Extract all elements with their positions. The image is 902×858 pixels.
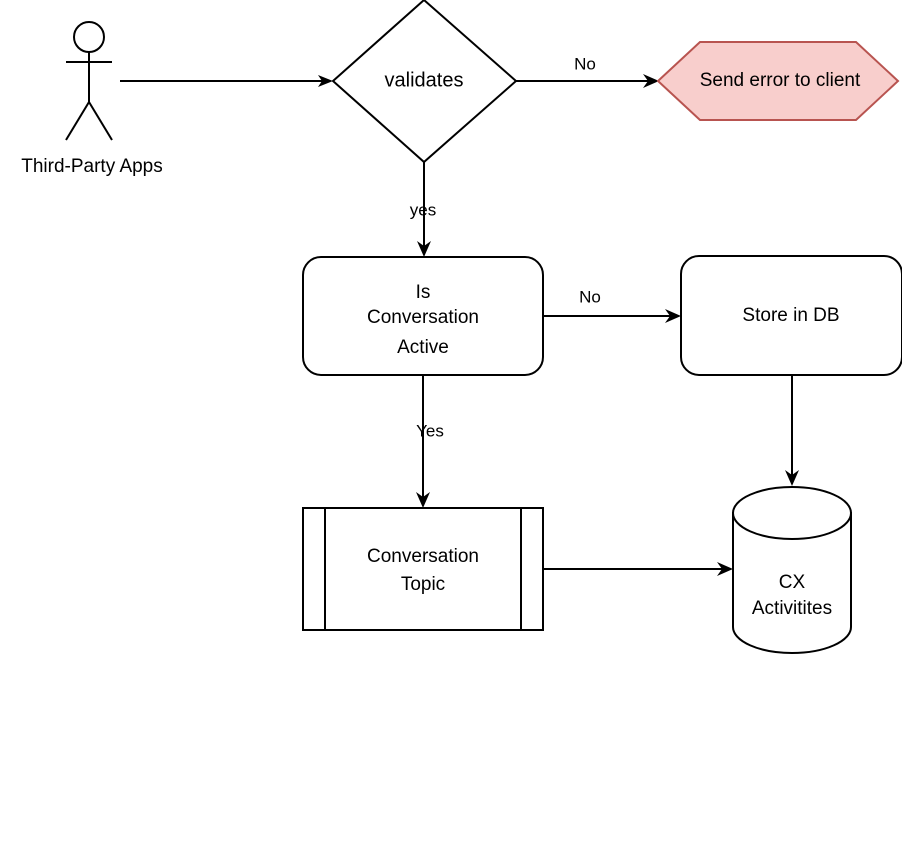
node-actor-third-party-apps[interactable]: Third-Party Apps [21, 21, 163, 177]
stick-figure-actor-icon [65, 21, 113, 141]
edge-actor-to-validates [120, 75, 333, 87]
cx-activities-label-line2: Activitites [752, 598, 832, 619]
node-send-error-to-client[interactable]: Send error to client [656, 41, 900, 121]
arrow-head-icon [416, 492, 430, 508]
arrow-head-icon [417, 241, 431, 257]
node-conversation-topic[interactable]: Conversation Topic [302, 507, 544, 631]
node-validates-decision[interactable]: validates [331, 0, 518, 164]
edge-label-no-store: No [579, 287, 601, 306]
edge-validates-to-is-conversation-active: yes [410, 162, 436, 257]
node-store-in-db[interactable]: Store in DB [680, 255, 902, 376]
is-conversation-active-label-line2: Conversation [367, 307, 479, 328]
arrow-head-icon [665, 309, 681, 323]
arrow-head-icon [643, 74, 659, 88]
cx-activities-label-line1: CX [779, 572, 806, 593]
node-cx-activities-database[interactable]: CX Activitites [732, 486, 852, 654]
is-conversation-active-label-line3: Active [397, 337, 449, 358]
validates-label: validates [385, 69, 464, 91]
send-error-label: Send error to client [700, 70, 861, 91]
store-in-db-label: Store in DB [742, 305, 839, 326]
actor-label: Third-Party Apps [21, 156, 163, 177]
cylinder-top-ellipse [732, 486, 852, 540]
hexagon-shape [656, 41, 900, 121]
conversation-topic-label-line1: Conversation [367, 546, 479, 567]
edge-conversation-topic-to-cx-activities [543, 562, 733, 576]
edge-validates-to-send-error: No [516, 54, 659, 88]
cylinder-body-shape [732, 512, 852, 654]
edge-is-conversation-active-to-store-in-db: No [543, 287, 681, 323]
arrow-head-icon [717, 562, 733, 576]
conversation-topic-label-line2: Topic [401, 574, 445, 595]
edge-label-no: No [574, 54, 596, 73]
predefined-process-shape [302, 507, 544, 631]
edge-store-in-db-to-cx-activities [785, 375, 799, 486]
edge-label-yes-upper: Yes [416, 421, 444, 440]
arrow-head-icon [318, 75, 333, 87]
edge-is-conversation-active-to-conversation-topic: Yes [416, 375, 444, 508]
arrow-head-icon [785, 470, 799, 486]
edge-label-yes-lower: yes [410, 200, 436, 219]
is-conversation-active-label-line1: Is [416, 282, 431, 303]
node-is-conversation-active[interactable]: Is Conversation Active [302, 256, 544, 376]
